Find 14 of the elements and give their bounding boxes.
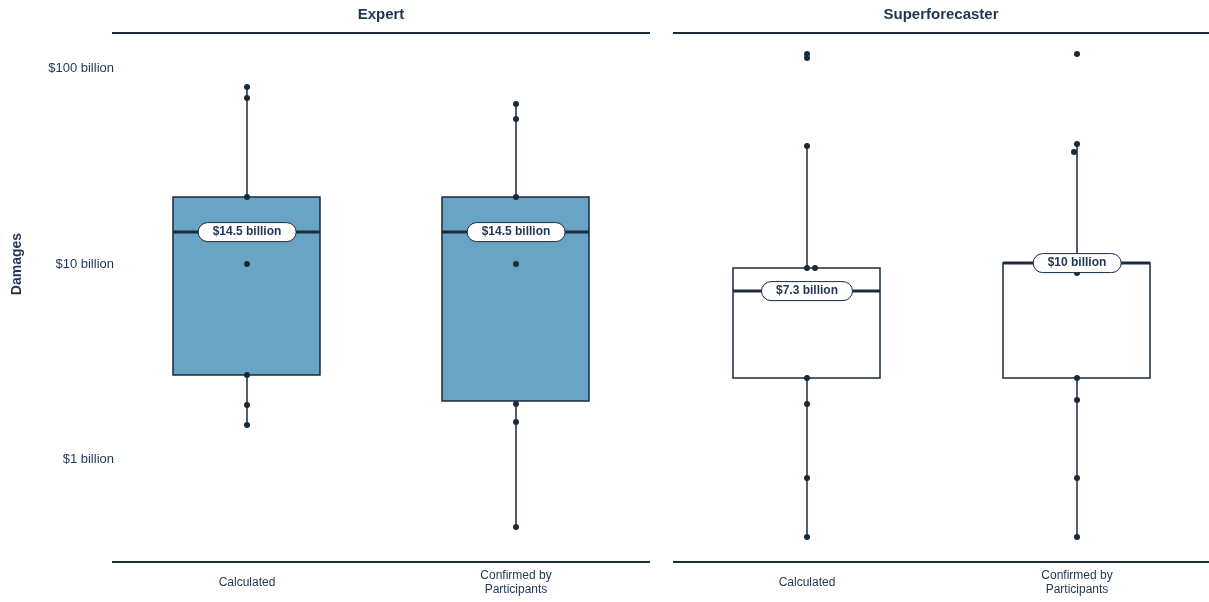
category-label: Calculated <box>777 576 837 590</box>
median-label: $14.5 billion <box>466 222 566 242</box>
median-label: $14.5 billion <box>197 222 297 242</box>
axis-tick-label: $100 billion <box>48 60 114 76</box>
axis-tick-label: $1 billion <box>62 451 114 467</box>
axis-title: Damages <box>7 232 25 296</box>
median-label: $7.3 billion <box>761 281 853 301</box>
category-label: Confirmed by Participants <box>1040 569 1114 597</box>
axis-tick-label: $10 billion <box>55 256 114 272</box>
median-label: $10 billion <box>1032 253 1122 273</box>
panel-title: Superforecaster <box>883 5 999 23</box>
category-label: Confirmed by Participants <box>479 569 553 597</box>
panel-title: Expert <box>357 5 405 23</box>
category-label: Calculated <box>217 576 277 590</box>
